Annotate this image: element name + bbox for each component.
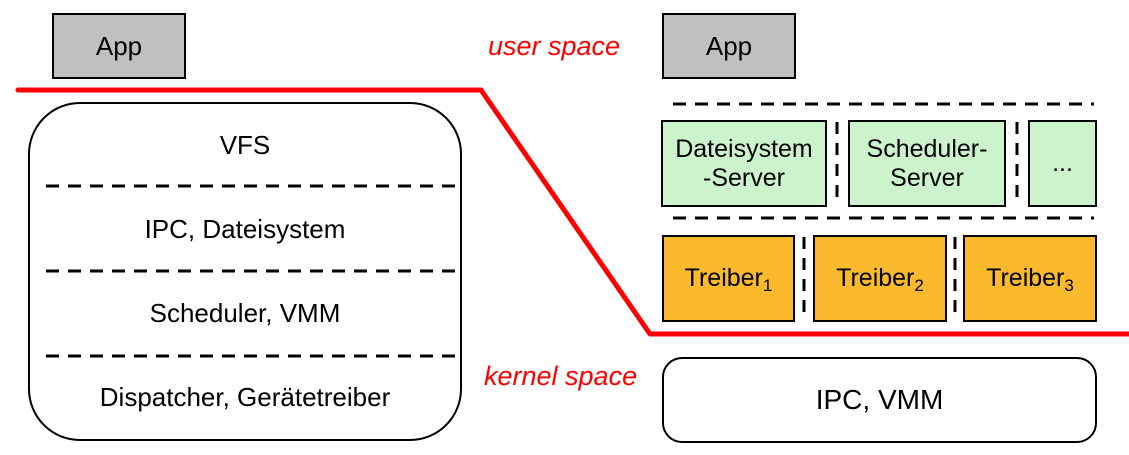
app-label: App xyxy=(95,30,143,61)
server-box-ellipsis: ... xyxy=(1028,120,1097,207)
monolithic-kernel-box: VFS IPC, Dateisystem Scheduler, VMM Disp… xyxy=(28,102,462,441)
server-box-scheduler: Scheduler- Server xyxy=(848,120,1006,207)
driver-box-1: Treiber1 xyxy=(662,235,795,322)
app-label: App xyxy=(705,30,753,61)
microkernel-kernel-label: IPC, VMM xyxy=(815,384,944,415)
driver-subscript: 2 xyxy=(914,276,924,295)
driver-subscript: 3 xyxy=(1064,276,1074,295)
layer-ipc-dateisystem: IPC, Dateisystem xyxy=(144,214,346,245)
microkernel-kernel-box: IPC, VMM xyxy=(662,357,1097,443)
app-box-microkernel: App xyxy=(662,13,796,79)
user-space-label: user space xyxy=(488,31,621,61)
driver-label: Treiber1 xyxy=(684,264,773,295)
driver-box-3: Treiber3 xyxy=(963,235,1097,322)
driver-box-2: Treiber2 xyxy=(813,235,947,322)
layer-dispatcher-geraetetreiber: Dispatcher, Gerätetreiber xyxy=(99,381,391,412)
layer-scheduler-vmm: Scheduler, VMM xyxy=(149,297,341,328)
server-box-dateisystem: Dateisystem -Server xyxy=(661,120,827,207)
app-box-monolithic: App xyxy=(52,13,186,79)
driver-label: Treiber2 xyxy=(836,264,924,295)
kernel-space-label: kernel space xyxy=(484,361,638,391)
driver-subscript: 1 xyxy=(762,276,773,295)
driver-label: Treiber3 xyxy=(986,264,1074,295)
layer-vfs: VFS xyxy=(219,130,271,161)
